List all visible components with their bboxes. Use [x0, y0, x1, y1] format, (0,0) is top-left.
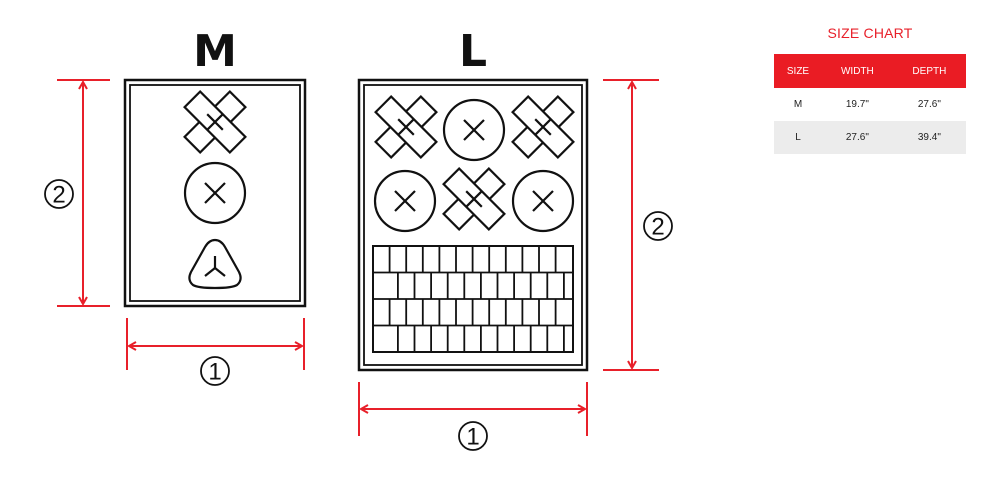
header-width: WIDTH: [822, 54, 893, 88]
size-label-m: M: [193, 26, 237, 77]
triangle-y-icon: [188, 238, 242, 290]
board-l: [357, 78, 589, 372]
cell-depth: 39.4": [892, 121, 966, 154]
size-label-l: L: [459, 26, 487, 77]
svg-text:2: 2: [52, 182, 65, 209]
table-row: M 19.7" 27.6": [774, 88, 966, 121]
keyboard-block: [372, 245, 574, 353]
header-size: SIZE: [774, 54, 822, 88]
board-m: [123, 78, 307, 308]
dimension-label-1-m: 1: [200, 356, 230, 386]
dimension-m-height: [57, 79, 110, 307]
dimension-l-height: [603, 79, 659, 371]
circle-x-icon: [511, 169, 575, 233]
dimension-l-width: [358, 382, 588, 436]
size-diagram: M L 2 1: [44, 26, 673, 451]
header-depth: DEPTH: [892, 54, 966, 88]
size-chart-title: SIZE CHART: [827, 25, 913, 41]
cell-size: M: [774, 88, 822, 121]
cell-size: L: [774, 121, 822, 154]
size-chart-header-row: SIZE WIDTH DEPTH: [774, 54, 966, 88]
svg-text:1: 1: [466, 424, 479, 451]
size-chart: SIZE CHART SIZE WIDTH DEPTH M 19.7" 27.6…: [774, 20, 966, 154]
dimension-label-1-l: 1: [458, 421, 488, 451]
cell-width: 27.6": [822, 121, 893, 154]
circle-x-icon: [442, 98, 506, 162]
circle-x-icon: [373, 169, 437, 233]
dimension-m-width: [126, 318, 305, 370]
cell-width: 19.7": [822, 88, 893, 121]
size-chart-table: SIZE WIDTH DEPTH M 19.7" 27.6" L 27.6" 3…: [774, 54, 966, 154]
dimension-label-2-m: 2: [44, 179, 74, 209]
svg-text:1: 1: [208, 359, 221, 386]
cell-depth: 27.6": [892, 88, 966, 121]
dimension-label-2-l: 2: [643, 211, 673, 241]
svg-text:2: 2: [651, 214, 664, 241]
table-row: L 27.6" 39.4": [774, 121, 966, 154]
circle-x-icon: [183, 161, 247, 225]
